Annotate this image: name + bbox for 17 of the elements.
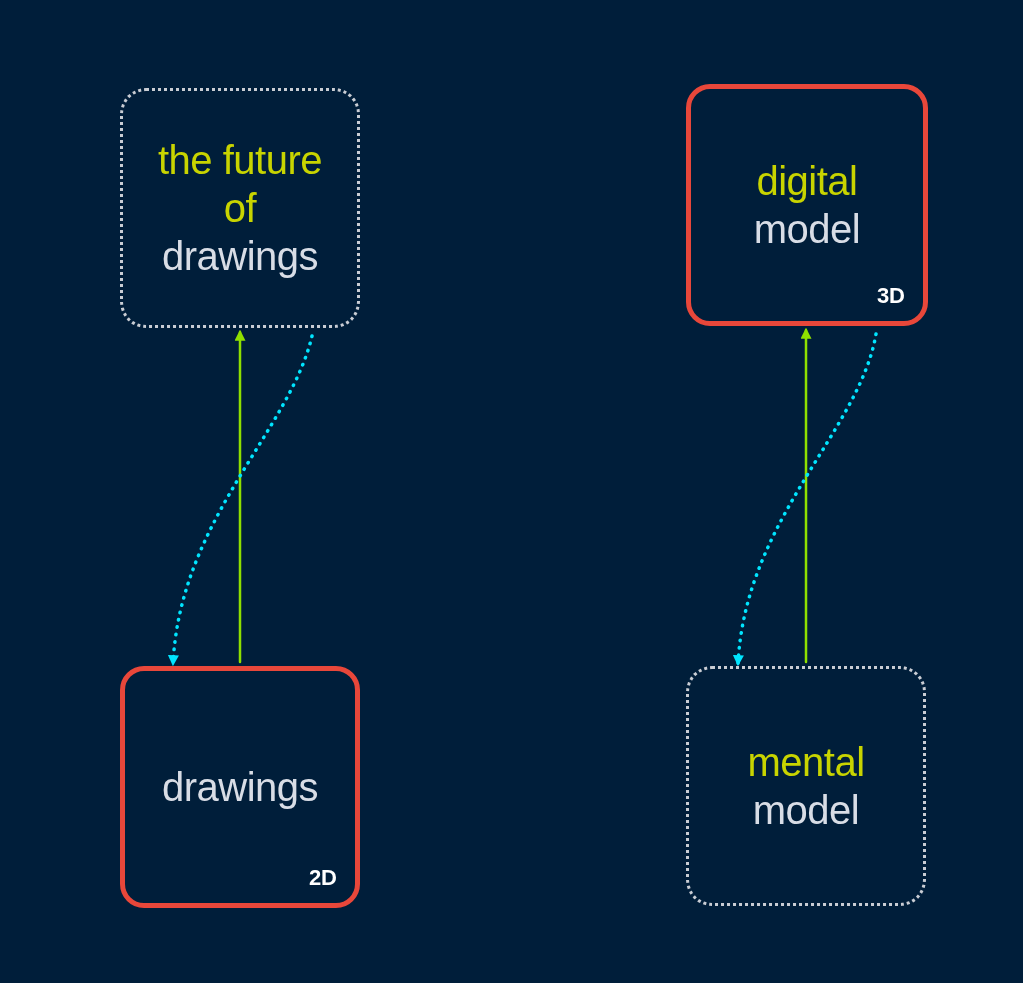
node-label: mental bbox=[747, 739, 865, 786]
dotted-box bbox=[686, 666, 926, 906]
node-label: model bbox=[752, 787, 860, 834]
arrow bbox=[800, 327, 812, 664]
node-label: drawings bbox=[161, 764, 319, 811]
dotted-arrow bbox=[733, 332, 878, 667]
node-label: the future of bbox=[157, 137, 323, 232]
dimension-tag: 3D bbox=[876, 283, 905, 309]
dimension-tag: 2D bbox=[308, 865, 337, 891]
node-label: digital bbox=[756, 158, 858, 205]
arrow bbox=[234, 329, 246, 664]
dotted-box bbox=[120, 88, 360, 328]
node-label: model bbox=[753, 206, 861, 253]
model-box bbox=[120, 666, 360, 908]
model-box bbox=[686, 84, 928, 326]
dotted-arrow bbox=[168, 334, 314, 667]
node-label: drawings bbox=[161, 233, 319, 280]
